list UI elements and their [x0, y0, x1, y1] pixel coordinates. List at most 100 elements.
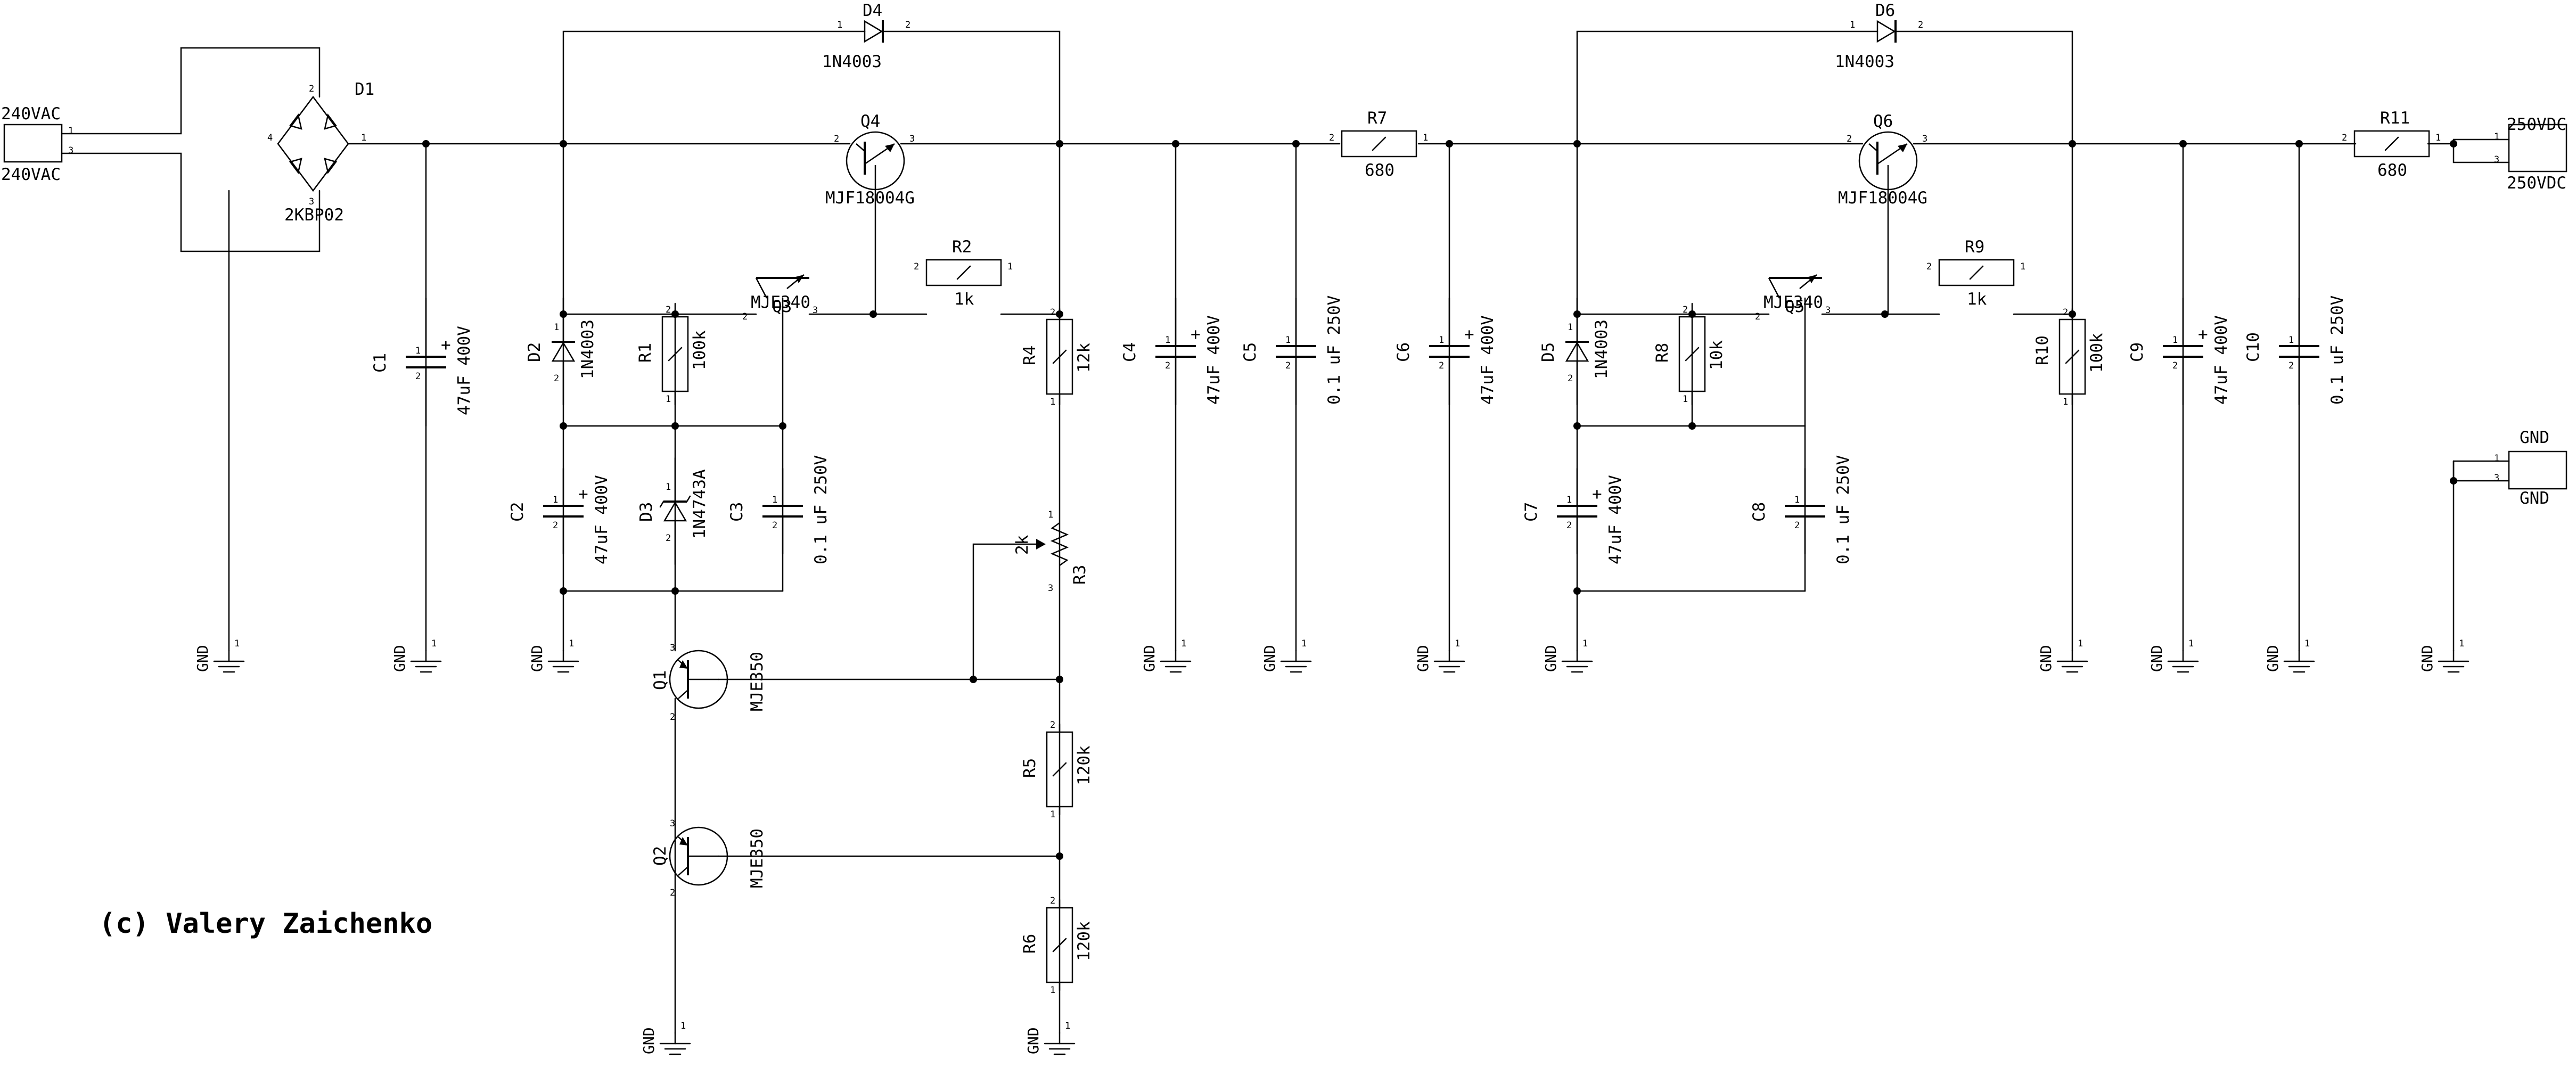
zener-d3-value: 1N4743A: [690, 469, 709, 539]
svg-text:1: 1: [361, 133, 366, 143]
junction-dot: [1056, 140, 1063, 147]
resistor-r10-ref: R10: [2033, 335, 2052, 365]
connector-input-pin3: 3: [68, 145, 73, 156]
svg-text:1: 1: [1455, 638, 1460, 649]
svg-text:1: 1: [569, 638, 574, 649]
capacitor-c6-ref: C6: [1394, 342, 1413, 362]
svg-text:2: 2: [1683, 305, 1688, 315]
resistor-r8-value: 10k: [1707, 340, 1726, 370]
svg-text:1: 1: [431, 638, 437, 649]
capacitor-c5-value: 0.1 uF 250V: [1325, 296, 1344, 405]
svg-text:1: 1: [1794, 495, 1800, 505]
connector-input-top-label: 240VAC: [1, 104, 61, 124]
capacitor-c8-ref: C8: [1750, 502, 1769, 522]
resistor-r10-value: 100k: [2087, 333, 2106, 373]
svg-text:1: 1: [553, 495, 558, 505]
svg-text:1: 1: [1423, 133, 1428, 143]
svg-text:2k: 2k: [1013, 535, 1032, 555]
svg-text:2: 2: [1566, 520, 1572, 531]
svg-text:2: 2: [2288, 360, 2294, 371]
resistor-r7-ref: R7: [1367, 109, 1387, 128]
svg-text:2: 2: [1050, 720, 1055, 731]
ground-label: GND: [2264, 645, 2282, 672]
junction-dot: [671, 422, 679, 430]
credit-text: (c) Valery Zaichenko: [99, 908, 432, 940]
capacitor-c9-plus: +: [2198, 325, 2208, 344]
svg-text:2: 2: [1847, 134, 1852, 144]
svg-text:1: 1: [1050, 397, 1055, 407]
ground-label: GND: [1542, 645, 1560, 672]
transistor-q2: Q2 MJE350 3 2: [651, 818, 767, 898]
svg-text:2: 2: [553, 520, 558, 531]
svg-text:2: 2: [1918, 20, 1923, 30]
transistor-q3: Q3 MJE340 2 3: [742, 274, 818, 322]
svg-text:2: 2: [554, 373, 559, 384]
capacitor-c5-ref: C5: [1241, 342, 1260, 362]
grounds: GND1GND1GND1GND1GND1GND1GND1GND1GND1GND1…: [194, 638, 2470, 1055]
diode-d5-value: 1N4003: [1592, 319, 1611, 379]
svg-text:2: 2: [1755, 311, 1760, 322]
zener-d3-ref: D3: [637, 502, 656, 522]
svg-text:1: 1: [1568, 322, 1573, 333]
svg-text:1: 1: [2020, 261, 2025, 272]
junction-dot: [560, 587, 567, 595]
capacitor-c4-ref: C4: [1120, 342, 1139, 362]
transistor-q5: Q5 MJE340 2 3: [1755, 274, 1831, 322]
svg-text:3: 3: [813, 305, 818, 316]
junction-dot: [671, 587, 679, 595]
svg-text:1: 1: [1582, 638, 1588, 649]
svg-text:Q6: Q6: [1873, 112, 1893, 131]
capacitor-c1-value: 47uF 400V: [455, 326, 474, 415]
svg-text:Q1: Q1: [651, 670, 670, 690]
junctions: [422, 140, 2457, 860]
svg-text:2: 2: [905, 20, 910, 30]
svg-text:2: 2: [834, 134, 839, 144]
svg-text:2: 2: [2342, 133, 2347, 143]
capacitor-c3-value: 0.1 uF 250V: [811, 455, 831, 564]
resistor-r4-ref: R4: [1020, 346, 1039, 365]
connector-input: 240VAC 240VAC 1 3: [1, 104, 73, 184]
svg-text:2: 2: [666, 305, 671, 315]
junction-dot: [970, 676, 977, 683]
svg-text:1: 1: [234, 638, 240, 649]
bridge-ref: D1: [355, 80, 374, 99]
resistor-r8-ref: R8: [1653, 343, 1672, 363]
svg-text:2: 2: [914, 261, 919, 272]
svg-text:1: 1: [2459, 638, 2464, 649]
diode-d6: D6 1N4003 1 2: [1835, 1, 1923, 71]
connector-input-pin1: 1: [68, 126, 73, 136]
bridge-part: 2KBP02: [284, 206, 344, 225]
svg-text:3: 3: [1048, 583, 1053, 594]
capacitor-c1-plus: +: [441, 335, 451, 355]
diode-d2-ref: D2: [525, 342, 544, 362]
svg-text:2: 2: [1439, 360, 1444, 371]
svg-text:3: 3: [1922, 134, 1927, 144]
junction-dot: [560, 422, 567, 430]
connector-output-pin3: 3: [2494, 154, 2499, 165]
svg-text:2: 2: [1050, 307, 1055, 318]
resistor-r11-value: 680: [2377, 161, 2407, 180]
resistor-r2-value: 1k: [954, 290, 974, 309]
connector-ground-pin1: 1: [2494, 453, 2499, 464]
capacitor-c4-value: 47uF 400V: [1204, 315, 1224, 405]
junction-dot: [1172, 140, 1179, 147]
svg-text:1: 1: [415, 346, 421, 356]
svg-text:3: 3: [909, 134, 915, 144]
svg-text:MJE340: MJE340: [751, 293, 810, 312]
resistor-r5-value: 120k: [1074, 745, 1094, 785]
capacitor-c2-ref: C2: [508, 502, 527, 522]
